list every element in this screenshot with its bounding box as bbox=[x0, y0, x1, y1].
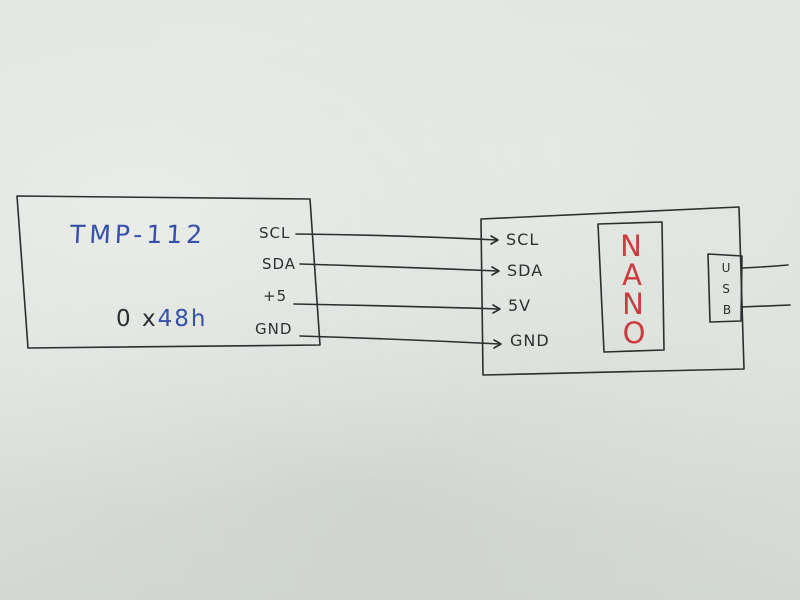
nano-pin-scl: SCL bbox=[506, 230, 540, 249]
wire-gnd bbox=[299, 335, 501, 345]
sensor-pin-sda: SDA bbox=[262, 255, 297, 273]
nano-pin-5v: 5V bbox=[508, 296, 532, 315]
nano-chip-box bbox=[597, 221, 665, 353]
nano-letter-n2: N bbox=[622, 287, 644, 321]
wire-sda bbox=[299, 263, 499, 272]
usb-letter-u: U bbox=[721, 261, 731, 275]
nano-letter-a: A bbox=[622, 258, 642, 292]
nano-letter-o: O bbox=[622, 316, 646, 350]
sensor-name-label: TMP-112 bbox=[69, 220, 207, 249]
sensor-module-box bbox=[16, 195, 321, 349]
nano-pin-gnd: GND bbox=[510, 331, 550, 350]
sensor-pin-scl: SCL bbox=[259, 224, 291, 242]
usb-connector-box bbox=[707, 253, 743, 323]
nano-letter-n: N bbox=[620, 229, 642, 263]
nano-pin-sda: SDA bbox=[507, 261, 544, 280]
usb-cable-lower bbox=[740, 304, 791, 308]
wire-scl bbox=[295, 233, 498, 241]
arrow-sda bbox=[491, 266, 500, 276]
arrow-5v bbox=[492, 304, 501, 314]
sensor-pin-5v: +5 bbox=[263, 287, 288, 305]
usb-letter-s: S bbox=[722, 282, 730, 296]
usb-letter-b: B bbox=[722, 303, 732, 317]
wire-5v bbox=[293, 303, 500, 310]
sensor-pin-gnd: GND bbox=[255, 320, 293, 338]
usb-cable-upper bbox=[741, 264, 789, 269]
arrow-scl bbox=[490, 235, 499, 245]
address-prefix: 0 x bbox=[116, 306, 158, 332]
address-value: 48h bbox=[157, 306, 208, 332]
arrow-gnd bbox=[493, 339, 502, 349]
nano-board-box bbox=[480, 206, 745, 376]
sensor-address-label: 0 x48h bbox=[116, 308, 207, 331]
